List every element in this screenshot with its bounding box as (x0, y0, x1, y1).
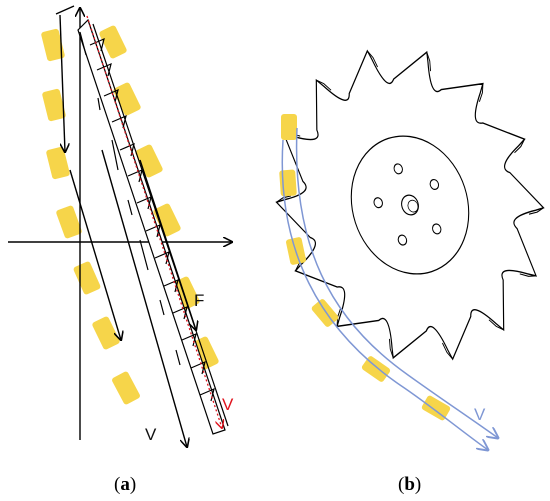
highlight-dashes-left (41, 28, 140, 405)
force-arrows (55, 5, 196, 447)
caption-b: (b) (398, 474, 421, 495)
label-V-red: V (222, 395, 234, 414)
saw-blade-side-view (77, 18, 229, 435)
panel-b: V (b) (275, 49, 545, 495)
label-V: V (145, 425, 157, 444)
bore-inner (407, 199, 419, 213)
bore (401, 194, 419, 216)
label-F: F (194, 291, 204, 310)
blue-path-outer (281, 139, 488, 450)
blue-path-inner (295, 127, 498, 438)
label-V-blue: V (474, 405, 486, 424)
red-velocity-line (86, 15, 222, 428)
panel-a: F V V (a) (8, 5, 234, 495)
hub (350, 135, 470, 275)
caption-a: (a) (114, 474, 136, 495)
bolt-holes (373, 163, 442, 246)
wheel-outline (275, 49, 545, 361)
saw-wheel (275, 49, 545, 361)
highlight-dashes-right (99, 25, 219, 370)
